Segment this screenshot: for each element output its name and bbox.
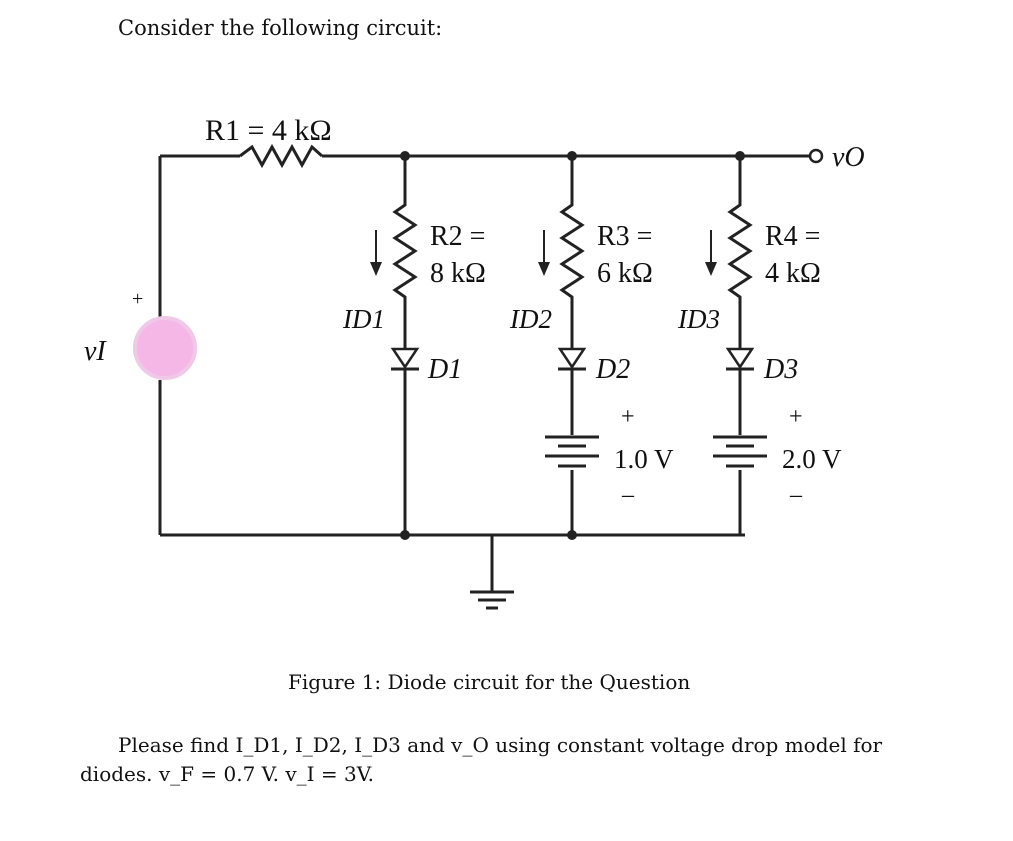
junction-dot — [567, 530, 577, 540]
resistor-r4 — [727, 156, 753, 348]
id1-label: ID1 — [342, 304, 385, 334]
vi-label: vI — [84, 336, 107, 367]
question-line-1: Please find I_D1, I_D2, I_D3 and v_O usi… — [118, 733, 883, 757]
source-plus-sign: + — [132, 288, 143, 310]
resistor-r3 — [559, 156, 585, 348]
ground-symbol — [470, 590, 514, 610]
battery2-voltage-label: 2.0 V — [782, 444, 842, 474]
d1-label: D1 — [427, 354, 462, 385]
circuit-wires — [158, 143, 810, 592]
arrow-down-icon — [538, 230, 550, 276]
r3-name-label: R3 = — [597, 221, 652, 252]
junction-dot — [567, 151, 577, 161]
battery1-minus-sign: – — [621, 482, 635, 508]
figure-caption: Figure 1: Diode circuit for the Question — [288, 670, 691, 694]
r2-value-label: 8 kΩ — [430, 258, 486, 289]
r4-value-label: 4 kΩ — [765, 258, 821, 289]
battery1-plus-sign: + — [621, 404, 635, 430]
voltage-source — [133, 316, 197, 380]
resistor-r2 — [392, 156, 418, 348]
r4-name-label: R4 = — [765, 221, 820, 252]
junction-dot — [735, 151, 745, 161]
d2-label: D2 — [595, 354, 630, 385]
battery1-voltage-label: 1.0 V — [614, 444, 674, 474]
diode-d2 — [557, 347, 587, 371]
diode-d1 — [390, 347, 420, 371]
output-terminal — [808, 148, 824, 164]
id2-label: ID2 — [509, 304, 552, 334]
resistor-r1 — [239, 143, 324, 169]
question-line-2: diodes. v_F = 0.7 V. v_I = 3V. — [80, 762, 375, 786]
battery2-plus-sign: + — [789, 404, 803, 430]
r3-value-label: 6 kΩ — [597, 258, 653, 289]
id3-label: ID3 — [677, 304, 720, 334]
r2-name-label: R2 = — [430, 221, 485, 252]
intro-text: Consider the following circuit: — [118, 16, 443, 40]
junction-dot — [400, 530, 410, 540]
vo-label: vO — [832, 142, 865, 173]
diode-d3 — [725, 347, 755, 371]
current-arrows — [370, 230, 717, 276]
junction-dot — [400, 151, 410, 161]
battery-1 — [545, 435, 599, 468]
junctions — [400, 151, 745, 540]
r1-label: R1 = 4 kΩ — [205, 114, 332, 147]
d3-label: D3 — [763, 354, 798, 385]
battery2-minus-sign: – — [789, 482, 803, 508]
arrow-down-icon — [705, 230, 717, 276]
battery-2 — [713, 435, 767, 468]
arrow-down-icon — [370, 230, 382, 276]
